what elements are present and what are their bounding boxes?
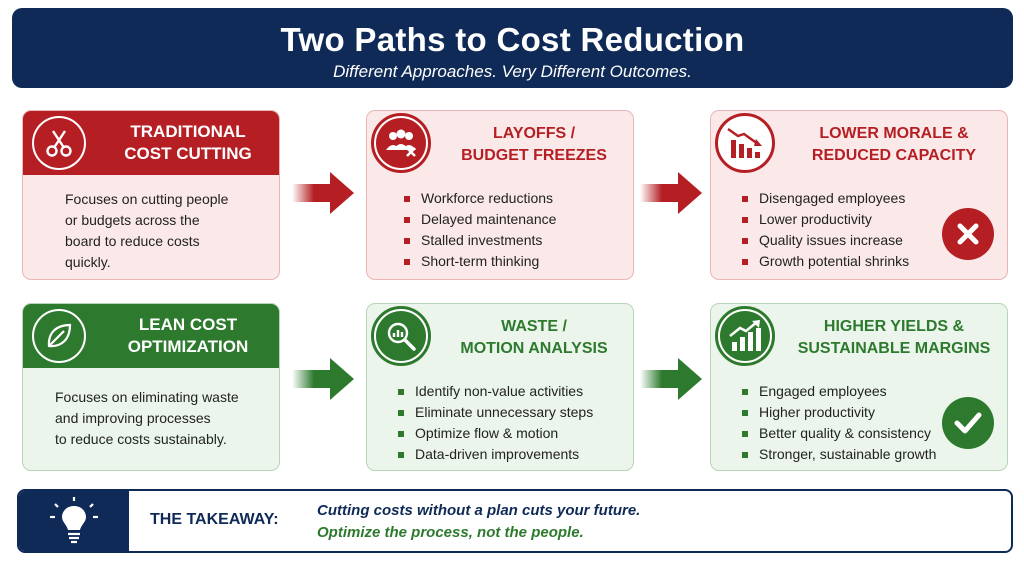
card-title: HIGHER YIELDS & SUSTAINABLE MARGINS [783,316,1005,360]
list-item: Disengaged employees [741,188,909,209]
list-item: Engaged employees [741,381,936,402]
scissors-icon [34,118,84,168]
list-item: Stronger, sustainable growth [741,444,936,465]
title-line-1: LOWER MORALE & [819,125,969,142]
list-item: Eliminate unnecessary steps [397,402,593,423]
header-banner: Two Paths to Cost Reduction Different Ap… [12,8,1013,88]
icon-circle [29,113,89,173]
x-icon [942,208,994,260]
title-line-2: MOTION ANALYSIS [460,340,608,357]
bullet-list: Identify non-value activities Eliminate … [397,381,593,465]
icon-circle [715,113,775,173]
takeaway-line-1: Cutting costs without a plan cuts your f… [317,502,641,519]
list-item: Better quality & consistency [741,423,936,444]
card-title: LAYOFFS / BUDGET FREEZES [439,123,629,167]
list-item: Stalled investments [403,230,556,251]
list-item: Short-term thinking [403,251,556,272]
list-item: Workforce reductions [403,188,556,209]
list-item: Quality issues increase [741,230,909,251]
card-description: Focuses on eliminating waste and improvi… [55,387,239,450]
bullet-list: Engaged employees Higher productivity Be… [741,381,936,465]
description-line: quickly. [65,254,111,270]
card-title: TRADITIONAL COST CUTTING [103,121,273,165]
description-line: and improving processes [55,410,211,426]
flow-arrow-red [640,172,702,214]
card-title: WASTE / MOTION ANALYSIS [439,316,629,360]
leaf-icon [34,311,84,361]
flow-arrow-red [292,172,354,214]
check-icon [942,397,994,449]
bullet-list: Workforce reductions Delayed maintenance… [403,188,556,272]
list-item: Lower productivity [741,209,909,230]
icon-circle [371,306,431,366]
declining-chart-icon [720,118,770,168]
lean-outcome-card: HIGHER YIELDS & SUSTAINABLE MARGINS Enga… [710,303,1008,471]
people-removed-icon [376,118,426,168]
title-line-2: OPTIMIZATION [127,337,249,356]
takeaway-line-2: Optimize the process, not the people. [317,524,584,541]
list-item: Optimize flow & motion [397,423,593,444]
flow-arrow-green [292,358,354,400]
traditional-action-card: LAYOFFS / BUDGET FREEZES Workforce reduc… [366,110,634,280]
icon-circle [715,306,775,366]
bullet-list: Disengaged employees Lower productivity … [741,188,909,272]
takeaway-label: THE TAKEAWAY: [150,511,279,528]
lightbulb-icon [19,491,129,551]
page-title: Two Paths to Cost Reduction [280,21,745,58]
traditional-start-card: TRADITIONAL COST CUTTING Focuses on cutt… [22,110,280,280]
description-line: Focuses on eliminating waste [55,389,239,405]
icon-circle [371,113,431,173]
title-line-2: COST CUTTING [124,144,252,163]
list-item: Growth potential shrinks [741,251,909,272]
list-item: Higher productivity [741,402,936,423]
lean-action-card: WASTE / MOTION ANALYSIS Identify non-val… [366,303,634,471]
description-line: board to reduce costs [65,233,200,249]
title-line-2: SUSTAINABLE MARGINS [797,340,991,357]
icon-circle [29,306,89,366]
page-subtitle: Different Approaches. Very Different Out… [333,62,692,81]
takeaway-banner: THE TAKEAWAY: Cutting costs without a pl… [17,489,1013,553]
rising-chart-icon [720,311,770,361]
title-line-2: BUDGET FREEZES [461,147,607,164]
title-line-2: REDUCED CAPACITY [811,147,977,164]
title-line-1: TRADITIONAL [130,122,246,141]
title-line-1: WASTE / [501,318,567,335]
flow-arrow-green [640,358,702,400]
list-item: Delayed maintenance [403,209,556,230]
title-line-1: LAYOFFS / [492,125,576,142]
list-item: Data-driven improvements [397,444,593,465]
title-line-1: LEAN COST [138,315,238,334]
card-description: Focuses on cutting people or budgets acr… [65,189,228,273]
traditional-outcome-card: LOWER MORALE & REDUCED CAPACITY Disengag… [710,110,1008,280]
list-item: Identify non-value activities [397,381,593,402]
title-line-1: HIGHER YIELDS & [823,318,965,335]
card-title: LOWER MORALE & REDUCED CAPACITY [783,123,1005,167]
description-line: Focuses on cutting people [65,191,229,207]
card-title: LEAN COST OPTIMIZATION [103,314,273,358]
description-line: to reduce costs sustainably. [55,431,227,447]
description-line: or budgets across the [65,212,200,228]
magnifier-chart-icon [376,311,426,361]
lean-start-card: LEAN COST OPTIMIZATION Focuses on elimin… [22,303,280,471]
